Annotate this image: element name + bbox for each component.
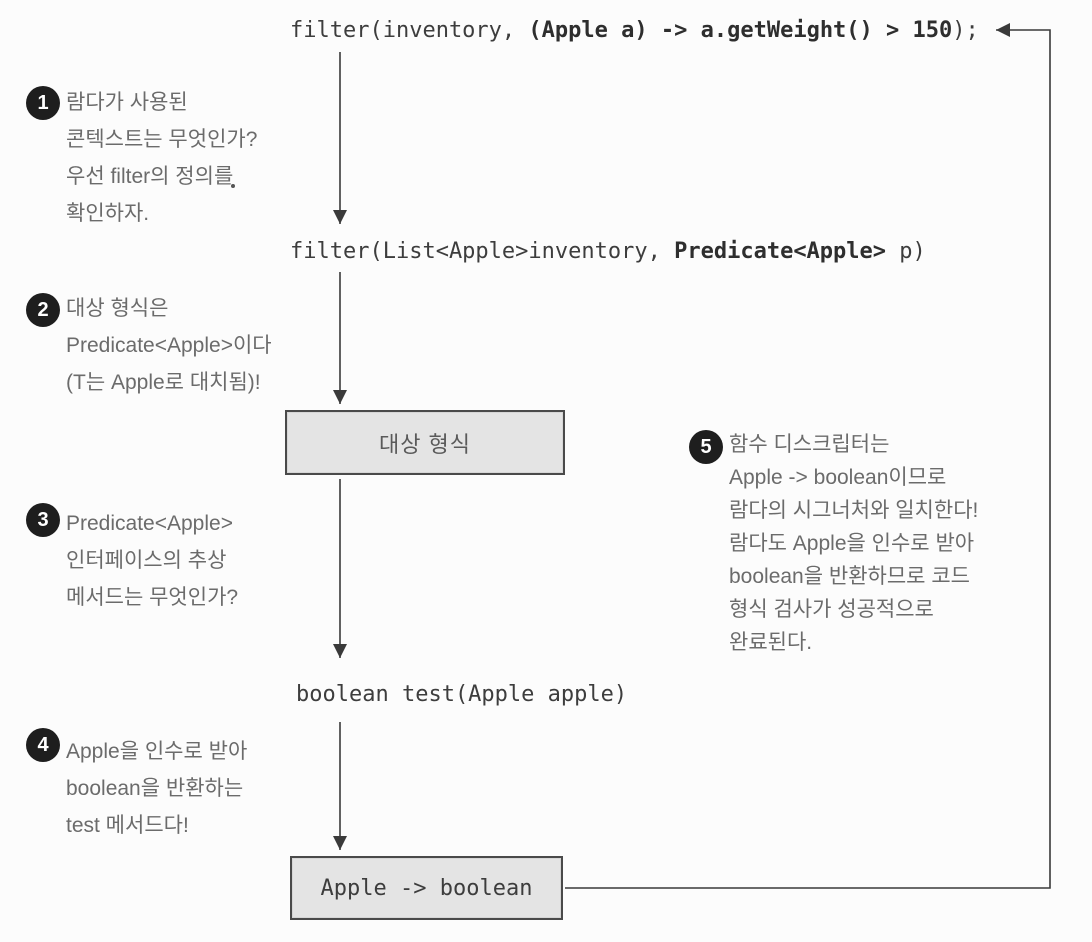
step-3-annotation: Predicate<Apple> 인터페이스의 추상 메서드는 무엇인가? xyxy=(66,505,238,616)
step-4-annotation: Apple을 인수로 받아 boolean을 반환하는 test 메서드다! xyxy=(66,733,247,844)
step-2-line: Predicate<Apple>이다 xyxy=(66,334,272,357)
step-5-line: boolean을 반환하므로 코드 xyxy=(729,565,970,588)
step-1-line: 확인하자. xyxy=(66,202,150,225)
step-4-number: 4 xyxy=(37,733,49,756)
step-1-annotation: 람다가 사용된 콘텍스트는 무엇인가? 우선 filter의 정의를 확인하자. xyxy=(66,84,257,232)
code-lambda-bold: (Apple a) -> a.getWeight() > 150 xyxy=(528,18,953,43)
step-5-line: 완료된다. xyxy=(729,631,813,654)
step-4-line: test 메서드다! xyxy=(66,814,189,837)
step-5-badge: 5 xyxy=(689,430,723,464)
code-filter-call-end: ); xyxy=(952,18,979,43)
step-2-number: 2 xyxy=(37,298,49,321)
step-2-line: (T는 Apple로 대치됨)! xyxy=(66,371,261,394)
code-filter-definition: filter(List<Apple>inventory, Predicate<A… xyxy=(290,239,926,264)
step-4-line: Apple을 인수로 받아 xyxy=(66,740,248,763)
step-3-line: Predicate<Apple> xyxy=(66,512,233,535)
code-filter-def-start: filter(List<Apple>inventory, xyxy=(290,239,675,264)
step-5-line: 형식 검사가 성공적으로 xyxy=(729,598,934,621)
code-filter-def-end: p) xyxy=(886,239,926,264)
function-descriptor-box: Apple -> boolean xyxy=(290,856,563,920)
step-5-line: 함수 디스크립터는 xyxy=(729,433,890,456)
code-filter-call-start: filter(inventory, xyxy=(290,18,529,43)
step-1-line: 람다가 사용된 xyxy=(66,91,188,114)
step-3-line: 메서드는 무엇인가? xyxy=(66,586,239,609)
stray-print-dot xyxy=(231,184,235,188)
code-abstract-method: boolean test(Apple apple) xyxy=(296,682,628,707)
step-2-line: 대상 형식은 xyxy=(66,297,169,320)
code-filter-call: filter(inventory, (Apple a) -> a.getWeig… xyxy=(290,18,979,43)
step-5-number: 5 xyxy=(700,435,712,458)
function-descriptor-label: Apple -> boolean xyxy=(320,875,533,901)
step-2-annotation: 대상 형식은 Predicate<Apple>이다 (T는 Apple로 대치됨… xyxy=(66,290,272,401)
step-4-badge: 4 xyxy=(26,728,60,762)
step-4-line: boolean을 반환하는 xyxy=(66,777,244,800)
step-2-badge: 2 xyxy=(26,293,60,327)
step-1-line: 우선 filter의 정의를 xyxy=(66,165,234,188)
step-1-badge: 1 xyxy=(26,86,60,120)
target-type-label: 대상 형식 xyxy=(378,431,472,457)
step-5-line: Apple -> boolean이므로 xyxy=(729,466,947,489)
step-3-line: 인터페이스의 추상 xyxy=(66,549,227,572)
target-type-box: 대상 형식 xyxy=(285,410,565,475)
step-5-line: 람다도 Apple을 인수로 받아 xyxy=(729,532,975,555)
step-3-badge: 3 xyxy=(26,503,60,537)
step-5-line: 람다의 시그너처와 일치한다! xyxy=(729,499,979,522)
code-predicate-bold: Predicate<Apple> xyxy=(674,239,887,264)
step-5-annotation: 함수 디스크립터는 Apple -> boolean이므로 람다의 시그너처와 … xyxy=(729,428,978,659)
step-1-number: 1 xyxy=(37,91,49,114)
step-3-number: 3 xyxy=(37,508,49,531)
step-1-line: 콘텍스트는 무엇인가? xyxy=(66,128,258,151)
